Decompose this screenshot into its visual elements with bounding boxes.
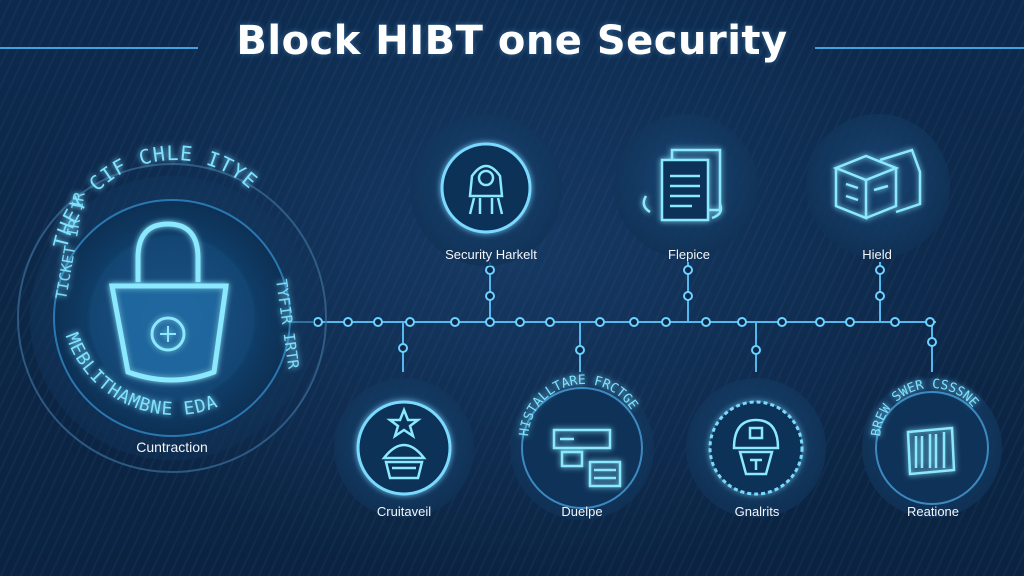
title-rule-right	[815, 47, 1024, 49]
bottom-node-duelpe[interactable]: HISTALLTARE FRCTGE	[510, 373, 654, 520]
duelpe-label: Duelpe	[561, 504, 603, 519]
helmet-icon	[732, 418, 780, 476]
top-node-security-harkelt[interactable]	[410, 114, 562, 266]
hooded-figure-icon	[468, 164, 504, 215]
reatione-label: Reatione	[906, 504, 960, 519]
main-node-label: Cuntraction	[136, 439, 208, 455]
bottom-node-gnalrits[interactable]	[686, 378, 826, 518]
padlock-icon	[108, 221, 229, 383]
bottom-node-cruitaveil[interactable]	[334, 378, 474, 518]
connector-dots	[277, 265, 937, 355]
flepice-label: Flepice	[668, 247, 710, 262]
top-node-flepice[interactable]	[614, 114, 758, 258]
page-title: Block HIBT one Security	[236, 18, 788, 64]
security-harkelt-label: Security Harkelt	[445, 247, 537, 262]
connector-lines	[278, 262, 936, 372]
hacker-icon	[381, 406, 427, 480]
top-node-hield[interactable]	[806, 114, 950, 258]
server-icon	[552, 428, 622, 488]
gnalrits-label: Gnalrits	[734, 504, 780, 519]
title-rule-left	[0, 47, 198, 49]
hield-label: Hield	[862, 247, 892, 262]
blocks-icon	[832, 148, 922, 220]
bottom-node-reatione[interactable]: BREW SWER CSSSNE	[862, 377, 1002, 518]
main-node[interactable]: THEY CIF CHLE ITYE MEBLITHAMBNE EDA TICK…	[17, 141, 327, 473]
documents-icon	[642, 148, 723, 222]
cruitaveil-label: Cruitaveil	[376, 504, 432, 519]
barcode-icon	[906, 426, 956, 476]
